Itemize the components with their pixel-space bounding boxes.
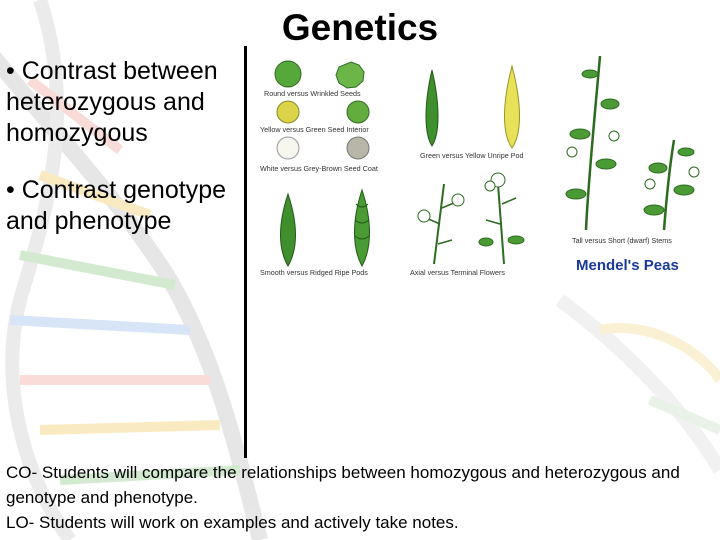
label-axial-terminal: Axial versus Terminal Flowers xyxy=(410,268,505,277)
white-grey-seeds-icon xyxy=(276,136,370,160)
bullet-heterozygous-homozygous: • Contrast between heterozygous and homo… xyxy=(6,57,218,147)
smooth-ridged-pods-icon xyxy=(280,188,370,268)
vertical-divider xyxy=(244,46,247,458)
label-tall-short: Tall versus Short (dwarf) Stems xyxy=(572,236,672,245)
objectives-footer: CO- Students will compare the relationsh… xyxy=(6,460,714,535)
label-smooth-ridged: Smooth versus Ridged Ripe Pods xyxy=(260,268,368,277)
language-objective: LO- Students will work on examples and a… xyxy=(6,513,459,532)
slide-title: Genetics xyxy=(281,7,439,48)
label-green-yellow-pod: Green versus Yellow Unripe Pod xyxy=(420,151,523,160)
label-white-grey-coat: White versus Grey-Brown Seed Coat xyxy=(260,164,378,173)
round-wrinkled-seeds-icon xyxy=(274,60,365,89)
tall-short-plants-icon xyxy=(565,55,700,231)
green-yellow-pods-icon xyxy=(425,64,520,149)
bullet-genotype-phenotype: • Contrast genotype and phenotype xyxy=(6,176,226,235)
figure-caption: Mendel's Peas xyxy=(576,257,679,274)
yellow-green-seeds-icon xyxy=(276,100,370,124)
label-yellow-green-interior: Yellow versus Green Seed Interior xyxy=(260,125,369,134)
label-round-wrinkled: Round versus Wrinkled Seeds xyxy=(264,89,361,98)
bullet-list: • Contrast between heterozygous and homo… xyxy=(6,56,242,263)
axial-terminal-flowers-icon xyxy=(417,172,525,265)
mendels-peas-figure: Round versus Wrinkled Seeds Yellow versu… xyxy=(260,55,700,277)
content-objective: CO- Students will compare the relationsh… xyxy=(6,463,680,507)
